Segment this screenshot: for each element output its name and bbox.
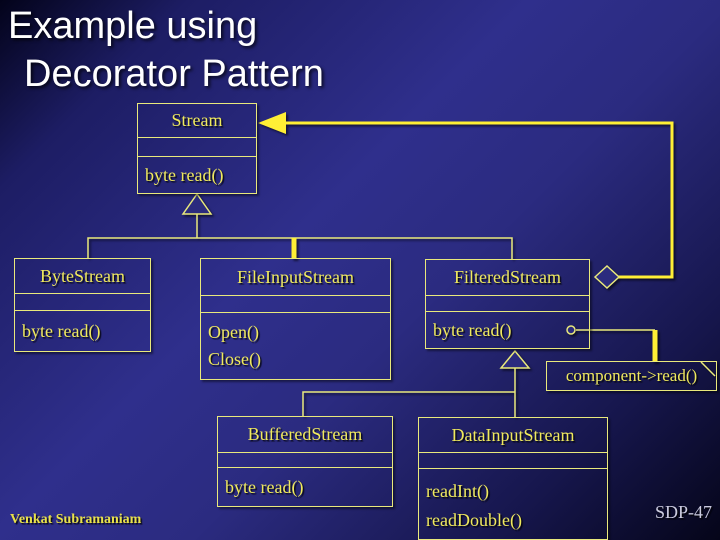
class-name: FileInputStream [201,259,390,296]
method-label: readInt() [426,481,489,501]
triangle-arrow-icon [181,192,213,215]
note-fold-icon [700,361,716,377]
slide-title-line-2: Decorator Pattern [24,53,324,95]
methods-compartment: byte read() [15,311,150,351]
class-name: BufferedStream [218,417,392,453]
method-label: byte read() [22,320,101,341]
class-box-datainputstream: DataInputStream readInt() readDouble() [418,417,608,540]
slide-title: Example using Decorator Pattern [8,2,324,98]
class-box-bufferedstream: BufferedStream byte read() [217,416,393,507]
method-label: Close() [208,349,261,369]
class-box-bytestream: ByteStream byte read() [14,258,151,352]
aggregation-link-line [258,112,674,290]
author-credit: Venkat Subramaniam [10,512,142,527]
note-text: component->read() [565,366,698,385]
class-name: ByteStream [15,259,150,294]
slide-number: SDP-47 [654,502,712,522]
generalization-to-filteredstream [302,349,531,417]
attributes-compartment [426,296,589,312]
slide-title-line-1: Example using [8,5,258,47]
uml-note-box: component->read() [546,361,717,391]
methods-compartment: byte read() [426,312,589,348]
class-box-filteredstream: FilteredStream byte read() [425,259,590,349]
triangle-arrow-icon [499,349,531,369]
attributes-compartment [218,453,392,468]
method-label: byte read() [145,164,224,185]
class-name: Stream [138,104,256,138]
class-box-stream: Stream byte read() [137,103,257,194]
method-label: byte read() [225,476,304,497]
attributes-compartment [419,453,607,469]
anchor-circle-icon [566,325,576,335]
class-box-fileinputstream: FileInputStream Open() Close() [200,258,391,380]
methods-compartment: Open() Close() [201,313,390,379]
class-name: FilteredStream [426,260,589,296]
methods-compartment: readInt() readDouble() [419,469,607,539]
aggregation-diamond-icon [593,264,621,290]
attributes-compartment [15,294,150,311]
methods-compartment: byte read() [218,468,392,506]
class-name: DataInputStream [419,418,607,453]
attributes-compartment [138,138,256,157]
method-label: readDouble() [426,510,522,530]
arrowhead-icon [258,112,286,134]
generalization-to-stream [87,192,513,259]
method-label: byte read() [433,319,512,340]
methods-compartment: byte read() [138,157,256,193]
attributes-compartment [201,296,390,313]
method-label: Open() [208,322,259,342]
